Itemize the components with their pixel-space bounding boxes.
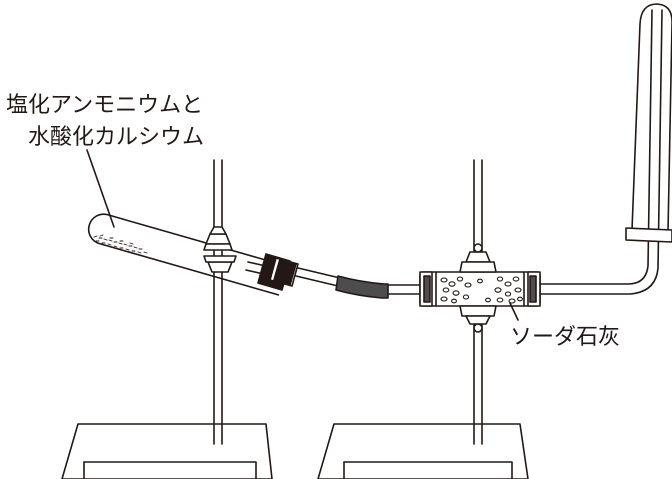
- glass-delivery-tube-left: [245, 261, 341, 287]
- soda-lime-label: ソーダ石灰: [510, 325, 620, 350]
- glass-connector-tube: [387, 284, 421, 295]
- right-stand: [317, 159, 529, 479]
- right-clamp: [459, 243, 497, 333]
- rubber-tubing: [335, 275, 389, 299]
- reagent-leader-line: [86, 149, 115, 228]
- soda-lime-leader-line: [509, 302, 519, 321]
- left-clamp: [203, 226, 237, 273]
- soda-lime-granules: [440, 276, 523, 304]
- reagent-powder: [93, 234, 148, 254]
- right-stand-base: [317, 423, 529, 479]
- left-stand: [61, 159, 273, 479]
- reagent-label-line2: 水酸化カルシウム: [28, 125, 204, 150]
- left-stand-rod: [213, 159, 223, 445]
- left-stand-base: [61, 423, 273, 479]
- reagent-label-line1: 塩化アンモニウムと: [6, 93, 203, 118]
- rubber-stopper: [257, 253, 299, 291]
- test-tube: [87, 213, 288, 296]
- glass-outlet-tube: [539, 9, 663, 295]
